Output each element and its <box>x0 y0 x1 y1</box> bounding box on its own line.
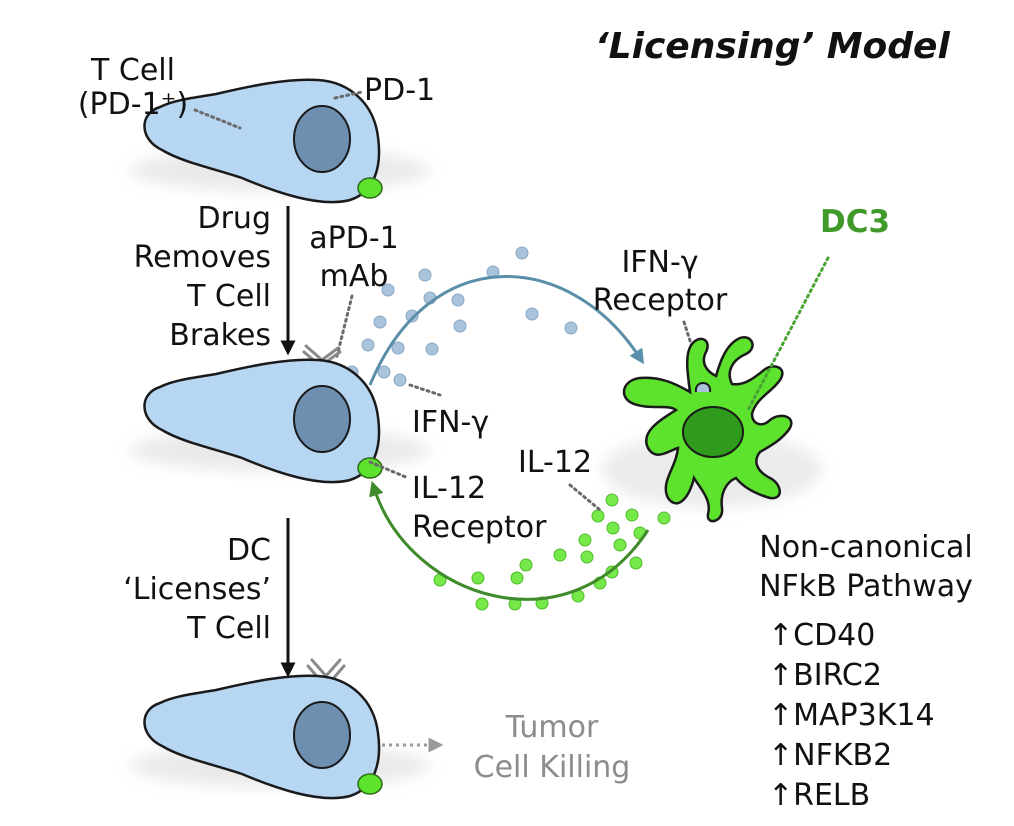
gene-nfkb2: ↑NFKB2 <box>768 738 892 773</box>
apd1-label-line2: mAb <box>320 259 389 294</box>
il12-receptor-label-line1: IL-12 <box>412 471 486 506</box>
pd1-leader <box>333 90 364 100</box>
drug-label-line2: Removes <box>134 240 271 275</box>
drug-label-line1: Drug <box>198 201 272 236</box>
tumor-killing-label-line1: Tumor <box>505 710 599 745</box>
ifng-receptor-label-line2: Receptor <box>593 283 728 318</box>
ifng-receptor-on-dc <box>694 382 712 393</box>
apd1-leader <box>334 294 354 362</box>
ifng-receptor-label-line1: IFN-γ <box>621 245 698 280</box>
ifng-dots <box>345 246 578 401</box>
dc3-label: DC3 <box>820 204 890 240</box>
dc3-dendritic-cell <box>602 336 822 523</box>
dc-licenses-label-line3: T Cell <box>186 611 271 646</box>
ifng-label: IFN-γ <box>412 405 489 440</box>
t-cell-body-bottom <box>130 676 430 798</box>
gene-cd40: ↑CD40 <box>768 618 875 653</box>
ifng-leader <box>408 383 442 397</box>
gene-map3k14: ↑MAP3K14 <box>768 698 935 733</box>
il12-dots <box>433 493 671 611</box>
t-cell-label-line1: T Cell <box>90 53 175 88</box>
pd1-label: PD-1 <box>364 73 435 108</box>
t-cell-bottom <box>130 658 430 798</box>
apd1-label-line1: aPD-1 <box>309 221 399 256</box>
gene-birc2: ↑BIRC2 <box>768 658 882 693</box>
t-cell-label-line2: (PD-1⁺) <box>78 87 188 122</box>
gene-relb: ↑RELB <box>768 778 870 813</box>
il12-leader <box>568 483 602 512</box>
dc3-leader <box>746 256 830 412</box>
ifng-signal-arrow <box>368 275 645 386</box>
diagram-title: ‘Licensing’ Model <box>595 26 950 67</box>
pathway-label-line2: NFkB Pathway <box>759 569 973 604</box>
pathway-label-line1: Non-canonical <box>759 530 972 565</box>
drug-label-line4: Brakes <box>169 318 271 353</box>
il12-receptor-label-line2: Receptor <box>412 510 547 545</box>
t-cell-top <box>130 80 430 202</box>
drug-label-line3: T Cell <box>186 279 271 314</box>
t-cell-middle <box>130 344 430 482</box>
il12-label: IL-12 <box>518 445 592 480</box>
dc-licenses-label-line1: DC <box>227 533 271 568</box>
il12-signal-arrow <box>369 480 650 601</box>
dc-licenses-label-line2: ‘Licenses’ <box>123 572 271 607</box>
il12-receptor-leader <box>368 460 410 480</box>
tumor-killing-label-line2: Cell Killing <box>474 750 631 785</box>
t-cell-leader <box>193 108 242 130</box>
